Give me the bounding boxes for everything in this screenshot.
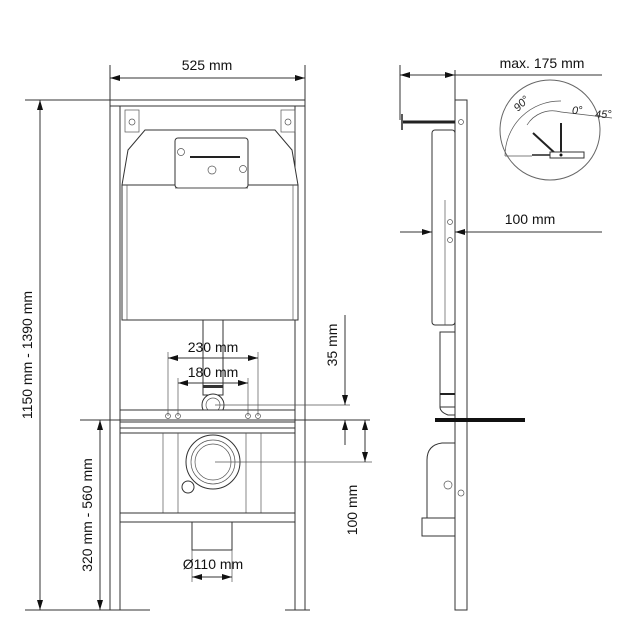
- bolt-spacing-outer-label: 230 mm: [188, 339, 239, 355]
- angle-arc-90: [504, 100, 562, 157]
- side-cistern: [431, 129, 456, 326]
- pipe-band: [440, 393, 455, 395]
- angle-detail: 90° 0° 45°: [499, 79, 613, 181]
- waste-fitting: [443, 480, 453, 490]
- screw: [447, 237, 453, 243]
- bracket-plate: [549, 151, 585, 159]
- flush-plate-opening: [174, 137, 249, 189]
- angle-0-label: 0°: [572, 105, 583, 117]
- mount-bracket-right: [280, 109, 296, 133]
- post-hole: [458, 119, 464, 125]
- drain-pipe: [191, 521, 233, 551]
- rod-45-degrees: [532, 132, 558, 156]
- screw: [447, 219, 453, 225]
- pipe-band: [203, 385, 223, 388]
- depth-label: max. 175 mm: [500, 55, 585, 71]
- lower-crossbar: [119, 427, 296, 434]
- top-rail: [109, 99, 306, 107]
- front-view: [100, 99, 310, 611]
- side-dimensions: max. 175 mm 100 mm: [399, 55, 602, 235]
- pivot-point: [559, 153, 563, 157]
- angle-45-label: 45°: [595, 109, 612, 121]
- front-dimensions: 525 mm 1150 mm - 1390 mm 320 mm - 560 mm…: [19, 57, 372, 611]
- middle-rail: [119, 409, 296, 423]
- bottom-rail: [119, 512, 296, 523]
- flush-fitting: [239, 165, 247, 173]
- flush-valve: [207, 165, 217, 175]
- width-label: 525 mm: [182, 57, 233, 73]
- drain-diameter-label: Ø110 mm: [183, 556, 243, 572]
- bracket-hole: [284, 118, 292, 126]
- fixing-height-label: 320 mm - 560 mm: [79, 458, 95, 572]
- cistern-body: [121, 184, 299, 321]
- post-hole: [457, 489, 465, 497]
- outlet-offset-label: 100 mm: [344, 485, 360, 536]
- side-flush-pipe: [439, 331, 456, 408]
- flush-fitting: [177, 148, 185, 156]
- left-post: [109, 99, 121, 611]
- side-waste-bend: [426, 442, 456, 521]
- small-fitting: [181, 480, 195, 494]
- bolt-spacing-inner-label: 180 mm: [188, 364, 239, 380]
- side-frame-post: [454, 99, 468, 611]
- side-view: [401, 99, 525, 611]
- inlet-offset-label: 35 mm: [324, 324, 340, 367]
- pipe-elbow: [439, 406, 456, 416]
- waste-outlet: [421, 517, 456, 537]
- cistern-depth-label: 100 mm: [505, 211, 556, 227]
- angle-arc-45: [526, 110, 562, 126]
- mount-bracket-left: [124, 109, 140, 133]
- bracket-hole: [128, 118, 136, 126]
- height-label: 1150 mm - 1390 mm: [19, 291, 35, 419]
- detail-circle: [499, 79, 601, 181]
- angle-leader: [560, 111, 613, 119]
